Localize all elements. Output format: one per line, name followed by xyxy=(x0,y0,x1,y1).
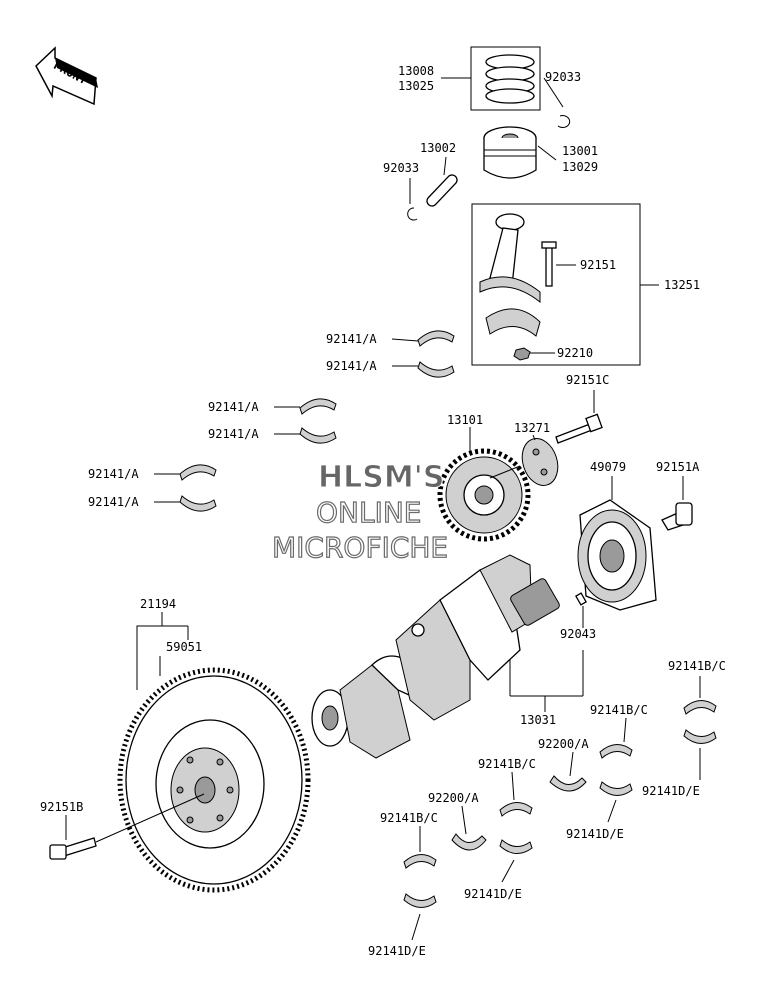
label-92033-upper: 92033 xyxy=(545,70,581,84)
label-92141de-1: 92141D/E xyxy=(642,784,700,798)
front-arrow-badge: FRONT xyxy=(35,46,98,106)
label-92151: 92151 xyxy=(580,258,616,272)
label-92141a-6: 92141/A xyxy=(88,495,139,509)
label-13002: 13002 xyxy=(420,141,456,155)
label-92141a-3: 92141/A xyxy=(208,400,259,414)
label-92043: 92043 xyxy=(560,627,596,641)
bolt-92151c xyxy=(555,390,603,444)
label-92141bc-1: 92141B/C xyxy=(668,659,726,673)
bolt-92151b xyxy=(49,793,205,860)
dowel-pin xyxy=(575,592,587,628)
label-13251: 13251 xyxy=(664,278,700,292)
label-13025: 13025 xyxy=(398,79,434,93)
label-92141a-4: 92141/A xyxy=(208,427,259,441)
piston xyxy=(483,126,557,179)
balancer-plate xyxy=(489,434,559,486)
label-92141a-5: 92141/A xyxy=(88,467,139,481)
bearing-shells-a-upper xyxy=(391,330,455,378)
flywheel xyxy=(117,612,311,893)
label-92200a-1: 92200/A xyxy=(538,737,589,751)
label-92141de-3: 92141D/E xyxy=(464,887,522,901)
pump-housing xyxy=(577,476,657,611)
label-13001: 13001 xyxy=(562,144,598,158)
label-13029: 13029 xyxy=(562,160,598,174)
label-92210: 92210 xyxy=(557,346,593,360)
label-92141bc-3: 92141B/C xyxy=(478,757,536,771)
label-49079: 49079 xyxy=(590,460,626,474)
label-92151b: 92151B xyxy=(40,800,83,814)
part-labels: 13008 13025 92033 13002 13001 13029 9203… xyxy=(40,64,726,958)
label-92141de-2: 92141D/E xyxy=(566,827,624,841)
connecting-rod-assembly xyxy=(471,203,659,366)
watermark-line-3: MICROFICHE xyxy=(272,531,448,564)
watermark-line-2: ONLINE xyxy=(316,496,421,529)
label-92141bc-2: 92141B/C xyxy=(590,703,648,717)
label-92141a-1: 92141/A xyxy=(326,332,377,346)
label-92151c: 92151C xyxy=(566,373,609,387)
label-59051: 59051 xyxy=(166,640,202,654)
label-21194: 21194 xyxy=(140,597,176,611)
circlip-upper xyxy=(543,77,571,128)
piston-rings xyxy=(441,46,541,111)
label-92200a-2: 92200/A xyxy=(428,791,479,805)
watermark-line-1: HLSM'S xyxy=(318,460,444,495)
label-13031: 13031 xyxy=(520,713,556,727)
label-13008: 13008 xyxy=(398,64,434,78)
bolt-92151a xyxy=(661,476,693,531)
bearing-shells-a-middle xyxy=(274,398,337,444)
watermark: HLSM'S ONLINE MICROFICHE xyxy=(271,460,448,565)
bearing-shells-a-lower xyxy=(154,464,217,512)
piston-pin xyxy=(426,156,458,207)
label-13101: 13101 xyxy=(447,413,483,427)
label-13271: 13271 xyxy=(514,421,550,435)
label-92151a: 92151A xyxy=(656,460,700,474)
label-92141de-4: 92141D/E xyxy=(368,944,426,958)
crankshaft xyxy=(311,554,584,759)
timing-gear xyxy=(437,427,531,542)
label-92033-lower: 92033 xyxy=(383,161,419,175)
label-92141bc-4: 92141B/C xyxy=(380,811,438,825)
circlip-lower xyxy=(407,178,418,221)
bearing-shells-bc-de xyxy=(403,676,717,941)
label-92141a-2: 92141/A xyxy=(326,359,377,373)
